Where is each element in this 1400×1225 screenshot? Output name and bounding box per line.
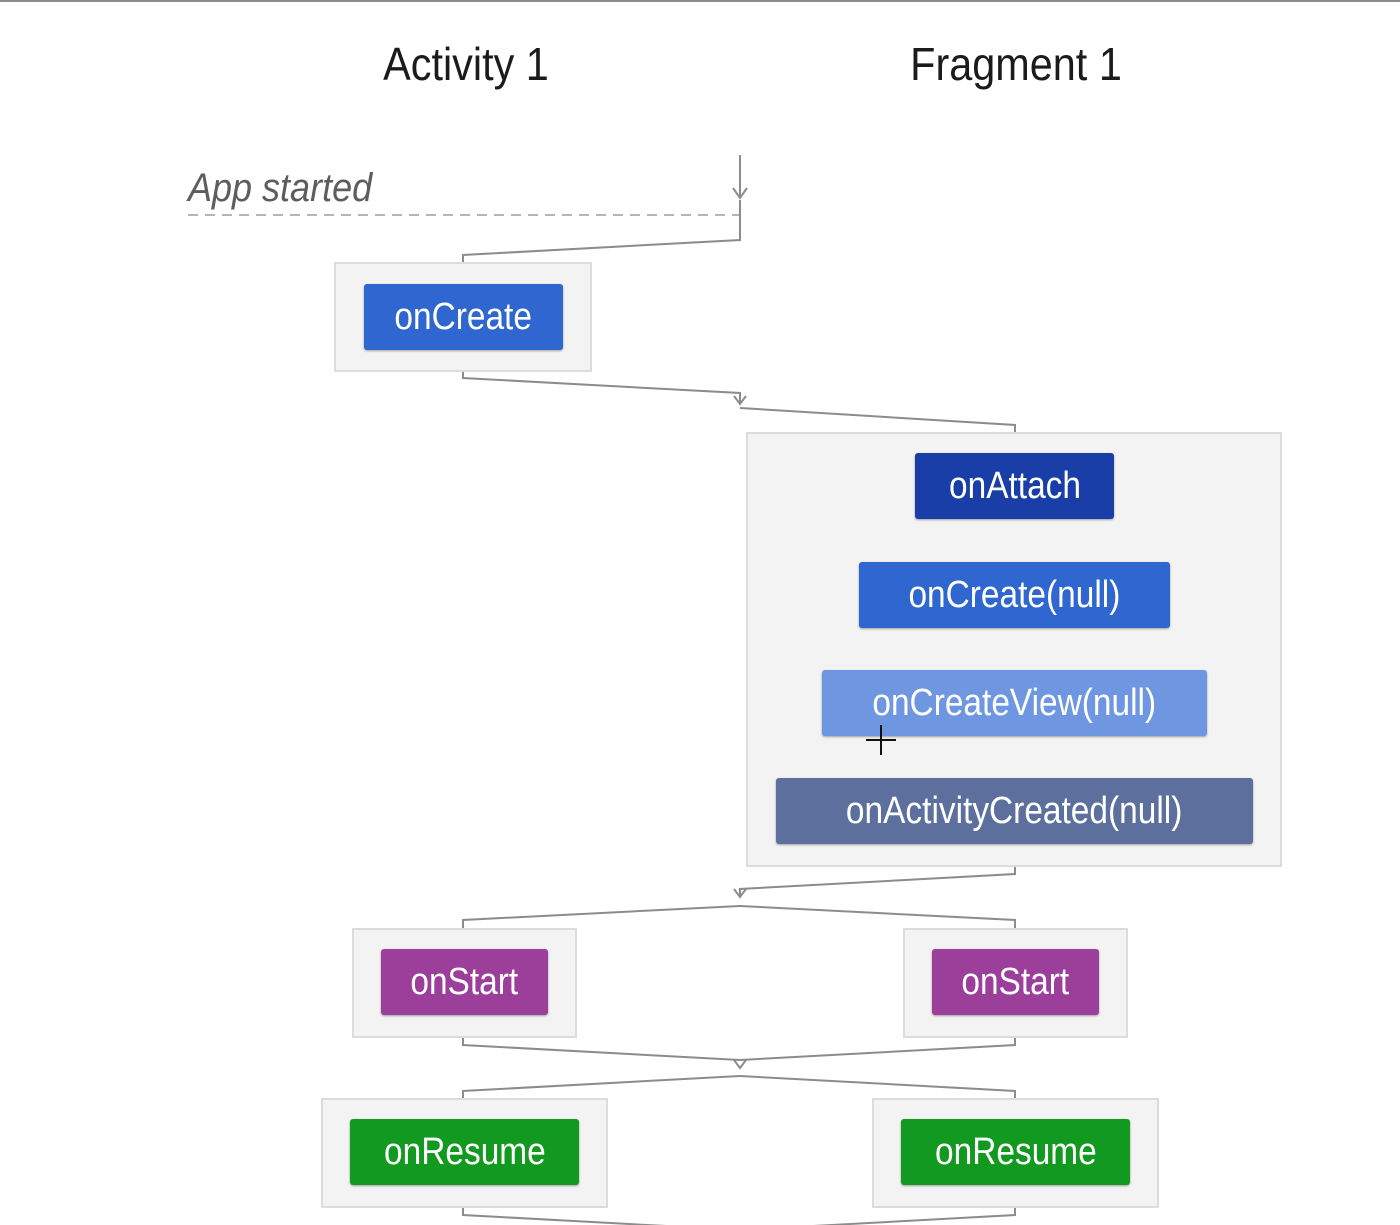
connector-to-activity-onresume (462, 1075, 741, 1098)
activity-column-title: Activity 1 (383, 38, 549, 90)
fragment-onactivitycreated-step: onActivityCreated(null) (776, 778, 1253, 844)
fragment-oncreateview-step: onCreateView(null) (822, 670, 1207, 736)
arrow-head-merge-1 (733, 395, 747, 406)
activity-oncreate-label: onCreate (394, 296, 533, 338)
connector-to-fragment-onresume (739, 1075, 1016, 1098)
connector-to-fragment-onstart (739, 905, 1016, 928)
fragment-onstart-label: onStart (961, 961, 1070, 1003)
connector-from-fragment-group (739, 867, 1016, 897)
activity-oncreate-step: onCreate (364, 284, 563, 350)
connector-to-activity-onstart (462, 905, 741, 928)
fragment-onstart-step: onStart (932, 949, 1099, 1015)
fragment-oncreate-step: onCreate(null) (859, 562, 1170, 628)
fragment-onactivitycreated-label: onActivityCreated(null) (846, 790, 1183, 832)
activity-onstart-step: onStart (381, 949, 548, 1015)
entry-arrow-head (732, 187, 748, 200)
fragment-oncreate-label: onCreate(null) (908, 574, 1121, 616)
top-divider (0, 0, 1400, 2)
connector-from-onresume (462, 1208, 1016, 1225)
connector-from-onstart (462, 1038, 1016, 1062)
arrow-head-merge-3 (733, 1059, 747, 1070)
app-started-label: App started (188, 166, 373, 210)
connector-to-fragment-group (739, 407, 1016, 432)
fragment-onattach-label: onAttach (948, 465, 1081, 507)
arrow-head-merge-2 (733, 888, 747, 899)
fragment-onresume-label: onResume (934, 1131, 1097, 1173)
fragment-oncreateview-label: onCreateView(null) (872, 682, 1157, 724)
activity-onstart-label: onStart (410, 961, 519, 1003)
activity-onresume-label: onResume (383, 1131, 546, 1173)
fragment-onresume-step: onResume (901, 1119, 1130, 1185)
activity-onresume-step: onResume (350, 1119, 579, 1185)
connector-from-activity-oncreate (462, 372, 741, 403)
fragment-column-title: Fragment 1 (910, 38, 1122, 90)
connector-to-activity-oncreate (462, 200, 741, 262)
fragment-onattach-step: onAttach (915, 453, 1114, 519)
crosshair-cursor-icon (866, 725, 896, 755)
